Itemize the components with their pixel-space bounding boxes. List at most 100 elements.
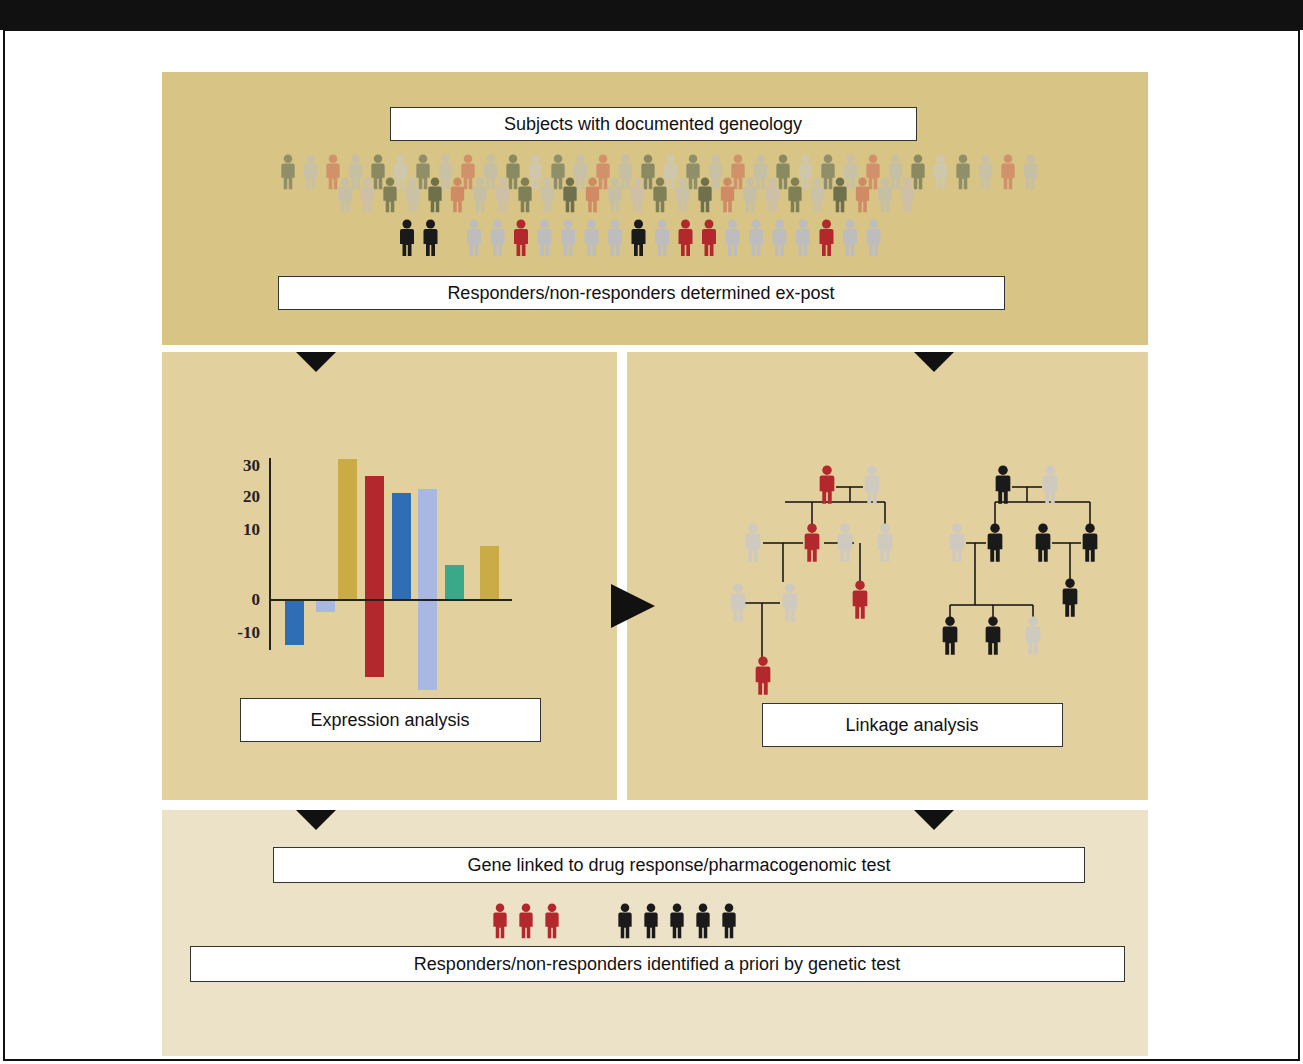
person-icon: [563, 178, 576, 213]
person-icon: [979, 155, 992, 190]
person-icon: [856, 178, 869, 213]
box-label: Responders/non-responders determined ex-…: [437, 283, 844, 304]
person-icon: [461, 155, 474, 190]
person-icon: [820, 220, 834, 257]
pedigree-line: [761, 603, 763, 658]
person-icon: [428, 178, 441, 213]
person-icon: [608, 178, 621, 213]
person-icon: [1043, 465, 1058, 503]
x-axis: [270, 599, 512, 601]
person-icon: [726, 220, 740, 257]
person-icon: [394, 155, 407, 190]
pedigree-line: [1026, 487, 1028, 502]
frame: [4, 30, 1299, 1060]
person-icon: [439, 155, 452, 190]
pedigree-line: [950, 604, 1033, 606]
person-icon: [538, 220, 552, 257]
person-icon: [406, 178, 419, 213]
pedigree-line: [859, 543, 861, 582]
pedigree-line: [966, 542, 986, 544]
person-icon: [943, 616, 958, 654]
pedigree-line: [742, 602, 780, 604]
text-box: Responders/non-responders determined ex-…: [278, 276, 1005, 310]
person-icon: [491, 220, 505, 257]
person-icon: [721, 178, 734, 213]
person-icon: [709, 155, 722, 190]
person-icon: [696, 904, 709, 939]
person-icon: [783, 583, 798, 621]
flow-arrowhead: [914, 352, 954, 372]
person-icon: [996, 465, 1011, 503]
pedigree-line: [1032, 605, 1034, 618]
text-box: Gene linked to drug response/pharmacogen…: [273, 847, 1085, 883]
person-icon: [541, 178, 554, 213]
person-icon: [986, 616, 1001, 654]
bar: [480, 546, 499, 600]
person-icon: [878, 178, 891, 213]
text-box: Linkage analysis: [762, 703, 1063, 747]
person-icon: [820, 465, 835, 503]
person-icon: [799, 155, 812, 190]
person-icon: [746, 523, 761, 561]
person-icon: [281, 155, 294, 190]
person-icon: [731, 155, 744, 190]
person-icon: [1083, 523, 1098, 561]
person-icon: [766, 178, 779, 213]
pedigree-line: [884, 502, 886, 525]
person-icon: [424, 220, 438, 257]
pedigree-line: [992, 605, 994, 618]
text-box: Subjects with documented geneology: [390, 107, 917, 141]
person-icon: [561, 220, 575, 257]
person-icon: [473, 178, 486, 213]
person-icon: [551, 155, 564, 190]
person-icon: [754, 155, 767, 190]
bar: [392, 493, 411, 600]
person-icon: [484, 155, 497, 190]
person-icon: [833, 178, 846, 213]
person-icon: [679, 220, 693, 257]
person-icon: [518, 178, 531, 213]
box-label: Gene linked to drug response/pharmacogen…: [457, 855, 900, 876]
person-icon: [632, 220, 646, 257]
person-icon: [988, 523, 1003, 561]
person-icon: [383, 178, 396, 213]
person-icon: [805, 523, 820, 561]
text-box: Responders/non-responders identified a p…: [190, 946, 1125, 982]
pedigree-line: [974, 543, 976, 605]
flow-arrowhead: [611, 584, 655, 628]
person-icon: [596, 155, 609, 190]
person-icon: [467, 220, 481, 257]
axis-tick-label: 10: [220, 520, 260, 540]
person-icon: [743, 178, 756, 213]
person-icon: [400, 220, 414, 257]
axis-tick-label: -10: [220, 623, 260, 643]
person-icon: [878, 523, 893, 561]
top-band: [162, 72, 1148, 345]
person-icon: [506, 155, 519, 190]
person-icon: [655, 220, 669, 257]
person-icon: [722, 904, 735, 939]
person-icon: [585, 220, 599, 257]
person-icon: [304, 155, 317, 190]
bar: [418, 489, 437, 690]
person-icon: [361, 178, 374, 213]
pedigree-line: [1069, 543, 1071, 580]
person-icon: [631, 178, 644, 213]
person-icon: [1026, 616, 1041, 654]
person-icon: [731, 583, 746, 621]
person-icon: [843, 220, 857, 257]
person-icon: [749, 220, 763, 257]
bottom-band: [162, 810, 1148, 1056]
person-icon: [371, 155, 384, 190]
person-icon: [496, 178, 509, 213]
people: [281, 155, 1037, 939]
axis-tick-label: 20: [220, 487, 260, 507]
pedigree-line: [1052, 542, 1081, 544]
person-icon: [1063, 578, 1078, 616]
person-icon: [1001, 155, 1014, 190]
pedigree-line: [1089, 502, 1091, 525]
person-icon: [349, 155, 362, 190]
linkage-panel: [627, 352, 1148, 800]
box-label: Linkage analysis: [835, 715, 988, 736]
